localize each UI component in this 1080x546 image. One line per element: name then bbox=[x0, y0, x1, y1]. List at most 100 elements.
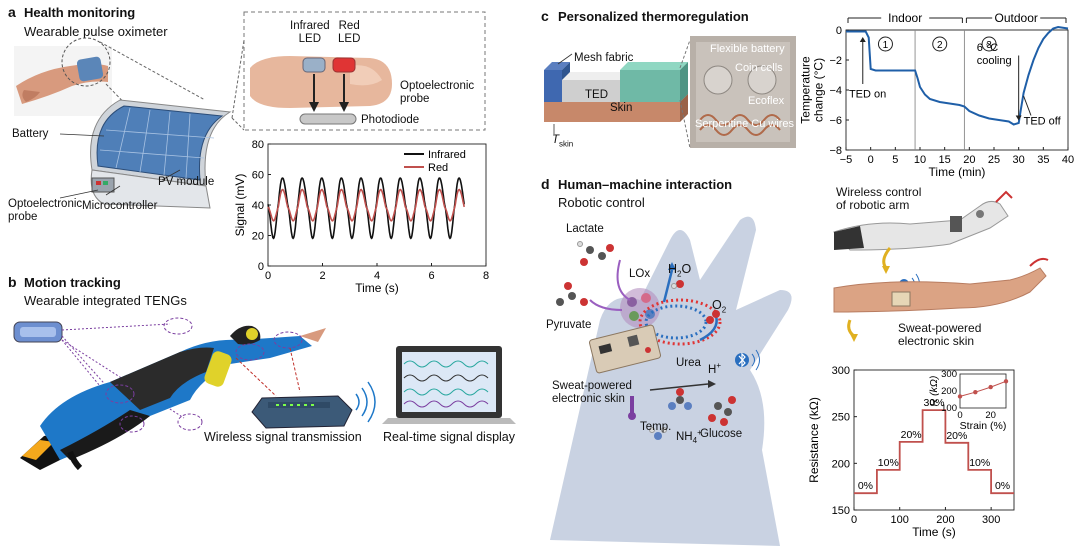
label-lactate: Lactate bbox=[566, 223, 604, 235]
label-infrared-led: Infrared LED bbox=[290, 20, 330, 45]
label-coin-cells: Coin cells bbox=[735, 62, 783, 74]
temperature-xtick-label: 5 bbox=[892, 154, 898, 166]
ted-layer-stack bbox=[544, 62, 688, 122]
temp-series-line bbox=[846, 25, 1069, 126]
signal-ytick-label: 20 bbox=[252, 231, 264, 243]
resistance-xtick-label: 200 bbox=[936, 514, 954, 526]
temp-annotation-cooling-line: cooling bbox=[977, 55, 1012, 67]
label-pv-module: PV module bbox=[158, 176, 215, 188]
inset-xlabel: Strain (%) bbox=[960, 420, 1007, 432]
signal-ytick-label: 40 bbox=[252, 200, 264, 212]
resistance-xtick-label: 300 bbox=[982, 514, 1000, 526]
panel-b-subtitle: Wearable integrated TENGs bbox=[24, 293, 187, 308]
temperature-ytick-label: −4 bbox=[829, 85, 842, 97]
temperature-xtick-label: −5 bbox=[840, 154, 853, 166]
temperature-xtick-label: 40 bbox=[1062, 154, 1074, 166]
label-hplus-sup: + bbox=[716, 361, 721, 370]
label-o2: O2 bbox=[712, 298, 726, 315]
temperature-xtick-label: 35 bbox=[1037, 154, 1049, 166]
lactate-molecule bbox=[577, 241, 614, 266]
inset-axes-frame bbox=[959, 373, 1007, 409]
inset-point bbox=[957, 394, 963, 399]
resistance-step-label: 20% bbox=[946, 430, 967, 442]
panel-c-illustration bbox=[544, 36, 796, 149]
signal-ytick-label: 0 bbox=[258, 261, 264, 273]
label-probe-inset: Optoelectronic probe bbox=[400, 80, 475, 105]
probe-inset-frame bbox=[243, 11, 486, 131]
label-nh4-base: NH bbox=[676, 430, 693, 443]
signal-ytick-label: 60 bbox=[252, 170, 264, 182]
inset-point bbox=[988, 384, 993, 390]
label-skin: Skin bbox=[610, 102, 633, 114]
label-glucose: Glucose bbox=[700, 428, 743, 440]
signal-xtick-label: 8 bbox=[483, 270, 489, 282]
e-skin-circuit bbox=[589, 324, 661, 374]
resistance-ytick-label: 300 bbox=[832, 365, 850, 377]
resistance-ytick-label: 150 bbox=[832, 505, 850, 517]
label-tskin-sub: skin bbox=[559, 139, 574, 149]
wrist-photo bbox=[14, 37, 112, 116]
signal-xlabel: Time (s) bbox=[355, 281, 399, 295]
bluetooth-icon bbox=[735, 349, 760, 371]
label-lox: LOx bbox=[629, 268, 651, 280]
inset-point bbox=[973, 389, 978, 395]
panel-b-letter: b bbox=[8, 274, 17, 290]
water-molecule bbox=[671, 280, 684, 289]
temp-ted-on-arrowhead bbox=[859, 37, 866, 42]
panel-d-subtitle: Robotic control bbox=[558, 195, 645, 210]
inset-ylabel-group: R (kΩ) bbox=[928, 376, 940, 407]
label-wireless-transmission: Wireless signal transmission bbox=[204, 430, 362, 444]
resistance-step-label: 10% bbox=[969, 457, 990, 469]
label-microcontroller: Microcontroller bbox=[82, 200, 158, 212]
signal-series-red bbox=[267, 188, 465, 222]
temperature-ytick-label: 0 bbox=[836, 25, 842, 37]
label-photodiode: Photodiode bbox=[361, 114, 420, 126]
resistance-step-label: 0% bbox=[995, 480, 1010, 492]
temp-phase-number: 2 bbox=[937, 40, 943, 51]
temp-band-label: Outdoor bbox=[995, 11, 1038, 25]
label-sweat-skin-left: Sweat-powered electronic skin bbox=[552, 380, 632, 405]
label-ted: TED bbox=[585, 89, 608, 101]
resistance-ytick-label: 250 bbox=[832, 412, 850, 424]
temp-ted-off-arrow bbox=[1023, 95, 1032, 116]
temp-annotation-ted-on: TED on bbox=[849, 89, 886, 101]
temperature-xtick-label: 0 bbox=[868, 154, 874, 166]
panel-d-letter: d bbox=[541, 176, 550, 192]
panel-b-illustration bbox=[13, 317, 516, 470]
panel-b-title: Motion tracking bbox=[24, 275, 121, 290]
temperature-xtick-label: 30 bbox=[1013, 154, 1025, 166]
label-sweat-skin-right: Sweat-powered electronic skin bbox=[898, 321, 982, 348]
inset-ytick-label: 100 bbox=[941, 403, 957, 414]
temperature-ytick-label: −2 bbox=[829, 55, 842, 67]
temperature-xlabel: Time (min) bbox=[929, 165, 986, 179]
label-h2o: H2O bbox=[668, 262, 691, 279]
inset-xtick-label: 0 bbox=[957, 410, 962, 421]
resistance-step-label: 30% bbox=[923, 397, 944, 409]
temp-phase-circle bbox=[932, 36, 948, 52]
resistance-step-label: 20% bbox=[901, 429, 922, 441]
temp-band-label-bg bbox=[881, 10, 930, 24]
signal-ylabel: Signal (mV) bbox=[233, 174, 247, 237]
inset-xtick-label: 20 bbox=[985, 410, 996, 421]
label-nh4-sup: + bbox=[697, 428, 702, 437]
label-pyruvate: Pyruvate bbox=[546, 319, 592, 331]
wireless-receiver-box bbox=[251, 395, 353, 429]
label-tskin-base: T bbox=[552, 134, 560, 146]
resistance-ylabel-group: Resistance (kΩ) bbox=[807, 397, 821, 483]
resistance-xtick-label: 100 bbox=[891, 514, 909, 526]
panel-a-illustration bbox=[14, 11, 486, 209]
label-optoelectronic-probe: Optoelectronic probe bbox=[8, 198, 83, 223]
label-hplus-h: H bbox=[708, 363, 717, 376]
panel-d-hand-illustration bbox=[550, 216, 792, 546]
signal-xtick-label: 4 bbox=[374, 270, 380, 282]
temperature-xtick-label: 10 bbox=[914, 154, 926, 166]
label-temp: Temp. bbox=[640, 421, 672, 433]
panel-d-title: Human–machine interaction bbox=[558, 177, 733, 192]
temp-phase-circle bbox=[877, 36, 893, 52]
temperature-ytick-label: −6 bbox=[829, 115, 842, 127]
inset-point bbox=[1003, 379, 1009, 384]
